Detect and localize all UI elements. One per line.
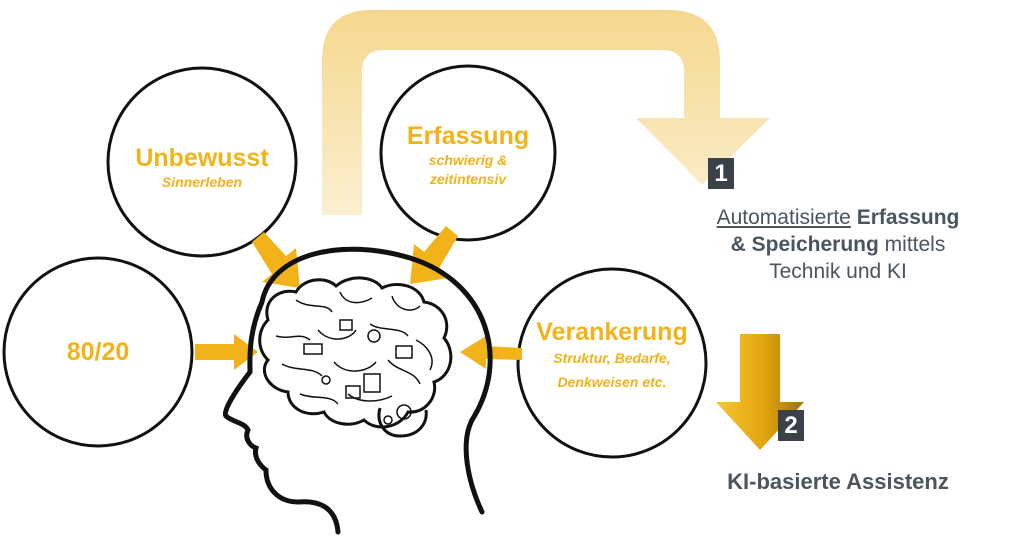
verankerung-title: Verankerung bbox=[536, 318, 688, 346]
step-1-underlined-word: Automatisierte bbox=[716, 206, 851, 229]
step-1-line-2: & Speicherung mittels bbox=[668, 231, 1008, 258]
verankerung-subtitle-line2: Denkweisen etc. bbox=[557, 374, 667, 390]
arrow-icon bbox=[410, 226, 458, 284]
eighty-twenty-title: 80/20 bbox=[66, 338, 130, 366]
unbewusst-title: Unbewusst bbox=[135, 144, 269, 172]
unbewusst-subtitle: Sinnerleben bbox=[161, 174, 243, 190]
step-1-line-1: Automatisierte Erfassung bbox=[668, 204, 1008, 231]
erfassung-title: Erfassung bbox=[406, 122, 530, 150]
unbewusst-text-block: Unbewusst Sinnerleben bbox=[112, 144, 292, 192]
erfassung-text-block: Erfassung schwierig & zeitintensiv bbox=[388, 122, 548, 189]
step-2-label: KI-basierte Assistenz bbox=[727, 469, 949, 494]
brain-icon bbox=[258, 276, 453, 438]
erfassung-subtitle-line1: schwierig & bbox=[428, 152, 508, 168]
erfassung-subtitle-line2: zeitintensiv bbox=[429, 171, 507, 187]
head-silhouette-icon bbox=[222, 246, 493, 535]
eighty-twenty-text-block: 80/20 bbox=[38, 338, 158, 367]
step-1-bold-phrase: & Speicherung bbox=[730, 233, 879, 256]
arrow-icon bbox=[195, 334, 258, 370]
step-1-description: Automatisierte Erfassung & Speicherung m… bbox=[668, 204, 1008, 285]
circle-unbewusst bbox=[106, 66, 298, 258]
step-2-badge: 2 bbox=[778, 410, 804, 441]
verankerung-subtitle-line1: Struktur, Bedarfe, bbox=[553, 350, 671, 366]
circle-80-20 bbox=[2, 256, 194, 448]
circle-verankerung bbox=[516, 267, 708, 459]
step-1-bold-word: Erfassung bbox=[856, 206, 960, 229]
arrow-icon bbox=[252, 232, 300, 288]
step-1-line-2-rest: mittels bbox=[884, 233, 946, 256]
step-1-badge: 1 bbox=[708, 158, 734, 189]
circle-erfassung bbox=[379, 64, 557, 242]
curved-arrow-icon bbox=[322, 10, 770, 215]
verankerung-text-block: Verankerung Struktur, Bedarfe, Denkweise… bbox=[522, 318, 702, 392]
step-1-line-3: Technik und KI bbox=[769, 260, 907, 283]
